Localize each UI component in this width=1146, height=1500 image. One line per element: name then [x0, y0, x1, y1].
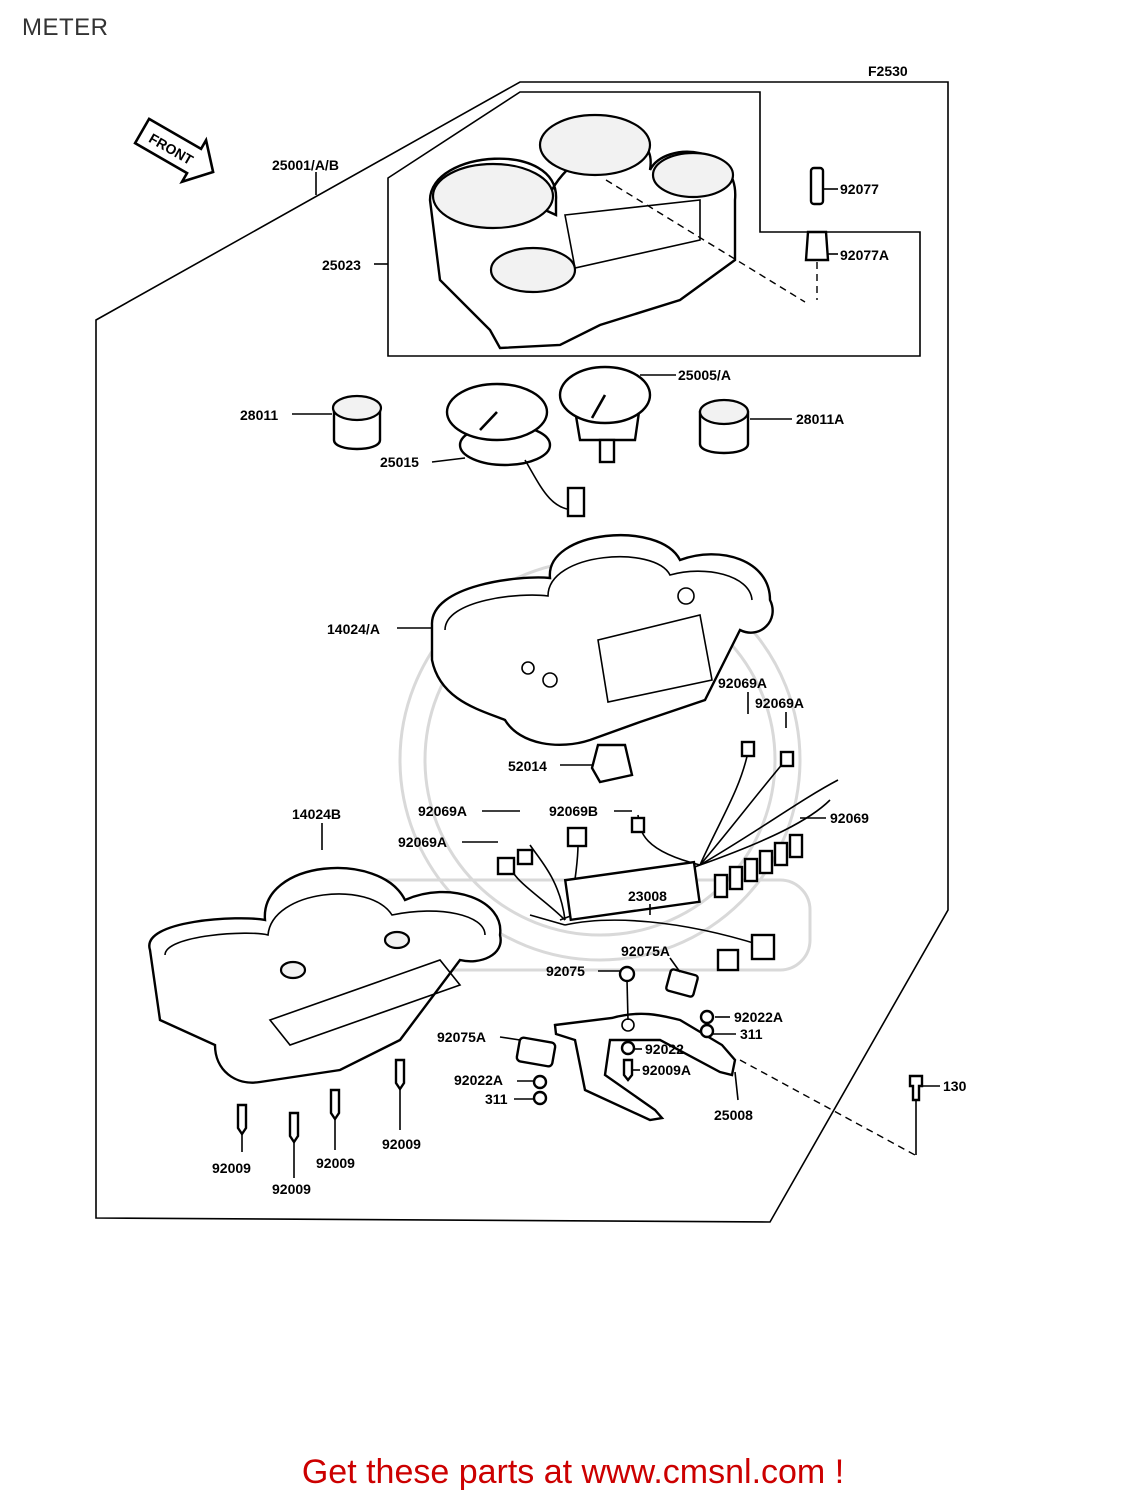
- page-title: METER: [22, 14, 109, 41]
- label-92009-4: 92009: [382, 1136, 421, 1152]
- screw-92009-b: [288, 1111, 300, 1145]
- screw-92009-a: [236, 1103, 248, 1137]
- wire-harness-23008: [496, 740, 839, 972]
- promo-link[interactable]: Get these parts at www.cmsnl.com !: [301, 1453, 845, 1491]
- label-92009-2: 92009: [272, 1181, 311, 1197]
- label-92009-1: 92009: [212, 1160, 251, 1176]
- washer-92022A-a: [699, 1009, 715, 1025]
- nut-92075: [618, 965, 636, 983]
- bolt-130-centerline: [739, 1059, 916, 1156]
- part-labels: 25001/A/B 25023 92077 92077A 28011 25005…: [212, 157, 967, 1197]
- label-92069B: 92069B: [549, 803, 598, 819]
- label-92077: 92077: [840, 181, 879, 197]
- cover-center-line: [605, 179, 806, 303]
- label-311-1: 311: [740, 1026, 763, 1042]
- label-28011: 28011: [240, 407, 278, 423]
- label-92069A-2: 92069A: [755, 695, 804, 711]
- label-92009A: 92009A: [642, 1062, 691, 1078]
- front-arrow-icon: FRONT: [133, 117, 215, 185]
- label-92075A-1: 92075A: [621, 943, 670, 959]
- label-25008: 25008: [714, 1107, 753, 1123]
- label-92022: 92022: [645, 1041, 684, 1057]
- label-28011A: 28011A: [796, 411, 844, 427]
- leader-lines: [292, 172, 940, 1101]
- label-92069A-1: 92069A: [718, 675, 767, 691]
- label-52014: 52014: [508, 758, 547, 774]
- label-14024B: 14024B: [292, 806, 341, 822]
- grommet-92077A: [804, 230, 830, 262]
- upper-case-14024: [430, 534, 774, 746]
- label-92022A-2: 92022A: [454, 1072, 503, 1088]
- label-311-2: 311: [485, 1091, 508, 1107]
- label-25015: 25015: [380, 454, 419, 470]
- tachometer-25005: [558, 365, 652, 464]
- holder-92075A-a: [665, 968, 699, 998]
- figure-code: F2530: [868, 63, 908, 79]
- bulb-sockets: [713, 833, 804, 899]
- label-92069A-4: 92069A: [398, 834, 447, 850]
- label-92075A-2: 92075A: [437, 1029, 486, 1045]
- label-92069: 92069: [830, 810, 869, 826]
- washer-92022A-b: [532, 1074, 548, 1090]
- parts-diagram: F2530 FRONT: [95, 63, 967, 1223]
- label-25001: 25001/A/B: [272, 157, 339, 173]
- socket-52014: [590, 743, 634, 784]
- speedometer-25015: [445, 382, 586, 518]
- label-130: 130: [943, 1078, 967, 1094]
- lower-case-14024B: [148, 866, 502, 1084]
- bolt-130: [908, 1074, 924, 1102]
- nut-311-a: [699, 1023, 715, 1039]
- bolt-92077: [809, 166, 825, 206]
- cover-subassembly-box: [387, 91, 921, 357]
- screw-92009-c: [329, 1088, 341, 1122]
- label-92009-3: 92009: [316, 1155, 355, 1171]
- assembly-boundary: [95, 81, 949, 1223]
- gauge-28011: [331, 394, 383, 451]
- label-14024: 14024/A: [327, 621, 380, 637]
- label-25005: 25005/A: [678, 367, 731, 383]
- meter-cover: [428, 113, 737, 350]
- gauge-28011A: [698, 398, 750, 455]
- label-92077A: 92077A: [840, 247, 889, 263]
- screw-92009-d: [394, 1058, 406, 1092]
- label-25023: 25023: [322, 257, 361, 273]
- nut-311-b: [532, 1090, 548, 1106]
- screw-92009A: [622, 1058, 634, 1082]
- washer-92022: [620, 1040, 636, 1056]
- label-92022A-1: 92022A: [734, 1009, 783, 1025]
- front-label: FRONT: [146, 130, 196, 168]
- label-92075: 92075: [546, 963, 585, 979]
- label-92069A-3: 92069A: [418, 803, 467, 819]
- label-23008: 23008: [628, 888, 667, 904]
- holder-92075A-b: [515, 1036, 557, 1068]
